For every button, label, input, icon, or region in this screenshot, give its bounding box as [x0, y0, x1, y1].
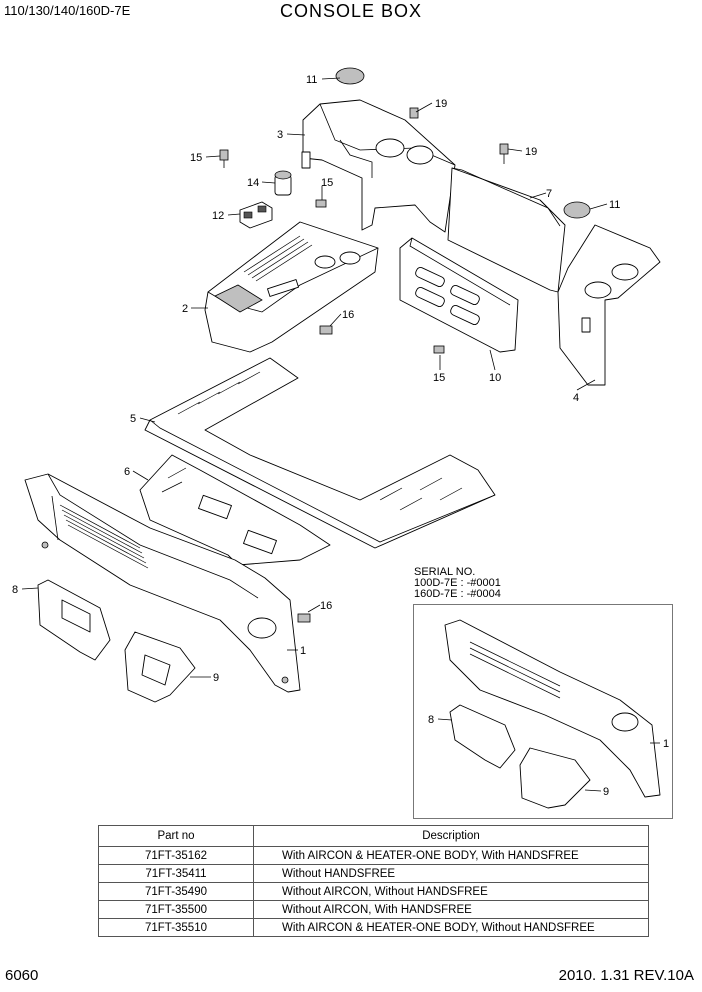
leader-lines: [21, 77, 660, 792]
table-row: 71FT-35162 With AIRCON & HEATER-ONE BODY…: [98, 846, 649, 865]
model-range: 110/130/140/160D-7E: [4, 3, 131, 18]
part-number-cell: 71FT-35162: [98, 846, 254, 865]
part-number-cell: 71FT-35490: [98, 882, 254, 901]
serial-line-160d: 160D-7E : -#0004: [414, 588, 501, 600]
part-5-floor-mat: [144, 357, 496, 549]
part-3-rear-cover: [301, 99, 456, 233]
column-header-description: Description: [253, 825, 649, 847]
part-7-side-panel: [447, 167, 566, 293]
part-number-cell: 71FT-35411: [98, 864, 254, 883]
callout-8-inset: 8: [428, 714, 434, 726]
callout-2: 2: [182, 303, 188, 315]
callout-9-inset: 9: [603, 786, 609, 798]
description-cell: With AIRCON & HEATER-ONE BODY, With HAND…: [253, 846, 649, 865]
serial-inset-frame: [413, 604, 673, 819]
callout-12: 12: [212, 210, 224, 222]
description-cell: Without AIRCON, Without HANDSFREE: [253, 882, 649, 901]
serial-number-note: SERIAL NO. 100D-7E : -#0001 160D-7E : -#…: [414, 567, 501, 600]
callout-15-mid: 15: [321, 177, 333, 189]
callout-15-bracket: 15: [433, 372, 445, 384]
part-1-main-console: [24, 473, 301, 693]
table-header-row: Part no Description: [98, 825, 649, 847]
callout-15-left: 15: [190, 152, 202, 164]
page-title: CONSOLE BOX: [279, 1, 423, 21]
callout-10: 10: [489, 372, 501, 384]
parts-table: Part no Description 71FT-35162 With AIRC…: [98, 825, 649, 937]
callout-16-main: 16: [320, 600, 332, 612]
table-row: 71FT-35510 With AIRCON & HEATER-ONE BODY…: [98, 918, 649, 937]
inset-part-1-console: [444, 619, 661, 798]
callout-5: 5: [130, 413, 136, 425]
callout-9-main: 9: [213, 672, 219, 684]
callout-8-main: 8: [12, 584, 18, 596]
description-cell: Without HANDSFREE: [253, 864, 649, 883]
part-number-cell: 71FT-35500: [98, 900, 254, 919]
callout-11-top: 11: [306, 74, 317, 86]
serial-heading: SERIAL NO.: [414, 566, 476, 578]
part-12-switch: [239, 201, 273, 229]
part-8-vent: [37, 579, 111, 661]
description-cell: Without AIRCON, With HANDSFREE: [253, 900, 649, 919]
callout-7: 7: [546, 188, 552, 200]
table-row: 71FT-35500 Without AIRCON, With HANDSFRE…: [98, 900, 649, 919]
callout-11-right: 11: [609, 199, 620, 211]
column-header-part-no: Part no: [98, 825, 254, 847]
callout-1-main: 1: [300, 645, 306, 657]
part-2-console-tray: [204, 221, 379, 353]
callout-labels: 11 19 3 15 14 15 12 19 7 11 2 16 10 15 4…: [12, 74, 669, 798]
table-row: 71FT-35411 Without HANDSFREE: [98, 864, 649, 883]
page-number: 6060: [5, 967, 39, 984]
callout-19-top: 19: [435, 98, 447, 110]
callout-4: 4: [573, 392, 579, 404]
part-14-cup: [274, 170, 292, 196]
callout-19-right: 19: [525, 146, 537, 158]
revision-date: 2010. 1.31 REV.10A: [558, 967, 694, 984]
callout-16-tray: 16: [342, 309, 354, 321]
part-number-cell: 71FT-35510: [98, 918, 254, 937]
part-9-vent: [124, 631, 196, 703]
callout-14: 14: [247, 177, 259, 189]
callout-3: 3: [277, 129, 283, 141]
inset-part-8-vent: [449, 704, 516, 769]
fasteners: [219, 67, 591, 623]
table-row: 71FT-35490 Without AIRCON, Without HANDS…: [98, 882, 649, 901]
part-10-bracket: [399, 237, 519, 353]
part-6-floor-mat: [139, 454, 331, 566]
part-4-right-cover: [557, 224, 661, 386]
serial-line-100d: 100D-7E : -#0001: [414, 577, 501, 589]
callout-6: 6: [124, 466, 130, 478]
callout-1-inset: 1: [663, 738, 669, 750]
description-cell: With AIRCON & HEATER-ONE BODY, Without H…: [253, 918, 649, 937]
inset-part-9-vent: [519, 747, 591, 809]
